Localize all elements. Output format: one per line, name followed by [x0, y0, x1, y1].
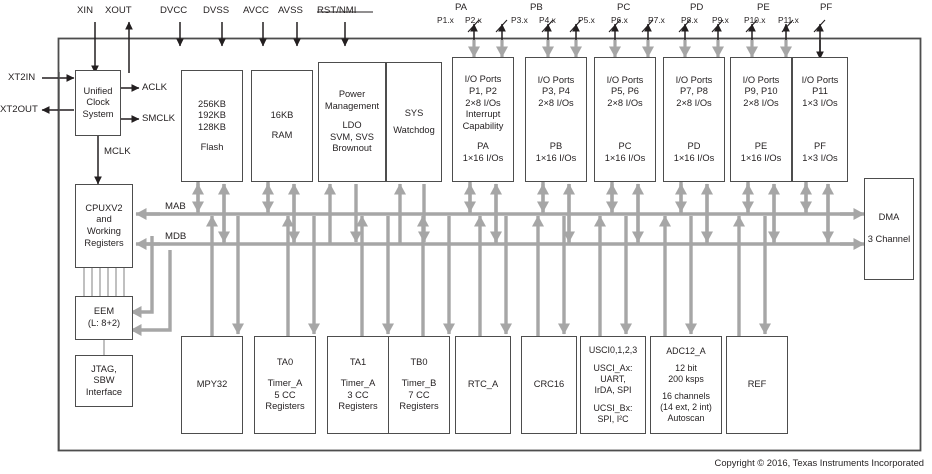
port-pin-label-p11: P11.x [778, 15, 799, 25]
port-pin-label-p2: P2.x [465, 15, 482, 25]
block-tb0[interactable]: TB0 Timer_B 7 CC Registers [388, 336, 450, 434]
pin-label-rst-nmi: RST/NMI [317, 5, 357, 16]
clock-label-smclk: SMCLK [142, 113, 176, 124]
block-ta0[interactable]: TA0 Timer_A 5 CC Registers [254, 336, 316, 434]
bus-vertical-bottom-stubs [206, 215, 771, 336]
pin-label-xout: XOUT [105, 5, 132, 16]
top-pin-arrows [91, 11, 373, 74]
block-mpy32[interactable]: MPY32 [181, 336, 243, 434]
port-group-label-pa: PA [455, 2, 468, 13]
block-io-ports-pc[interactable]: I/O Ports P5, P6 2×8 I/Os PC 1×16 I/Os [594, 57, 656, 182]
block-jtag-sbw-interface[interactable]: JTAG, SBW Interface [75, 355, 133, 407]
pin-label-dvss: DVSS [203, 5, 230, 16]
block-usci[interactable]: USCI0,1,2,3 USCI_Ax: UART, IrDA, SPI UCS… [580, 336, 646, 434]
port-pin-label-p5: P5.x [578, 15, 595, 25]
memory-bus-rails [140, 212, 862, 246]
bus-label-mdb: MDB [163, 231, 189, 242]
port-pin-label-p3: P3.x [511, 15, 528, 25]
block-ref[interactable]: REF [726, 336, 788, 434]
bus-label-mab: MAB [163, 201, 188, 212]
port-pin-label-p10: P10.x [744, 15, 766, 25]
block-power-management[interactable]: Power Management LDO SVM, SVS Brownout [318, 62, 386, 182]
block-io-ports-pd[interactable]: I/O Ports P7, P8 2×8 I/Os PD 1×16 I/Os [663, 57, 725, 182]
block-crc16[interactable]: CRC16 [521, 336, 577, 434]
block-ta1[interactable]: TA1 Timer_A 3 CC Registers [327, 336, 389, 434]
port-pin-down-arrows [468, 40, 824, 60]
pin-label-avcc: AVCC [243, 5, 269, 16]
left-pin-arrows [41, 74, 75, 114]
pin-label-xin: XIN [77, 5, 93, 16]
bus-slash-ticks [467, 19, 826, 33]
block-io-ports-pf[interactable]: I/O Ports P11 1×3 I/Os PF 1×3 I/Os [792, 57, 848, 182]
bus-vertical-top-stubs [192, 182, 834, 244]
port-group-label-pe: PE [757, 2, 770, 13]
clock-label-mclk: MCLK [104, 146, 131, 157]
block-flash[interactable]: 256KB 192KB 128KB Flash [181, 70, 243, 182]
pin-label-xt2in: XT2IN [8, 72, 36, 83]
pin-label-xt2out: XT2OUT [0, 104, 38, 115]
clock-output-arrows [94, 84, 140, 185]
port-pin-label-p8: P8.x [681, 15, 698, 25]
block-eem[interactable]: EEM (L: 8+2) [75, 296, 133, 340]
block-rtc-a[interactable]: RTC_A [455, 336, 511, 434]
port-pin-label-p7: P7.x [648, 15, 665, 25]
copyright-notice: Copyright © 2016, Texas Instruments Inco… [714, 457, 924, 468]
pin-label-avss: AVSS [278, 5, 303, 16]
block-io-ports-pe[interactable]: I/O Ports P9, P10 2×8 I/Os PE 1×16 I/Os [730, 57, 792, 182]
bus-to-cpu-arrows [135, 208, 160, 250]
block-ram[interactable]: 16KB RAM [251, 70, 313, 182]
pin-label-dvcc: DVCC [160, 5, 188, 16]
port-group-label-pc: PC [617, 2, 631, 13]
block-sys-watchdog[interactable]: SYS Watchdog [386, 62, 442, 182]
block-io-ports-pb[interactable]: I/O Ports P3, P4 2×8 I/Os PB 1×16 I/Os [525, 57, 587, 182]
port-group-label-pd: PD [690, 2, 704, 13]
clock-label-aclk: ACLK [142, 82, 168, 93]
port-group-label-pf: PF [820, 2, 833, 13]
block-unified-clock-system[interactable]: Unified Clock System [75, 70, 121, 136]
block-adc12-a[interactable]: ADC12_A 12 bit 200 ksps 16 channels (14 … [650, 336, 722, 434]
port-pin-label-p1: P1.x [437, 15, 454, 25]
port-pin-label-p9: P9.x [712, 15, 729, 25]
port-pin-label-p4: P4.x [539, 15, 556, 25]
port-group-label-pb: PB [530, 2, 543, 13]
bus-to-dma-arrows [840, 208, 865, 250]
cpu-eem-link [83, 268, 125, 296]
block-dma[interactable]: DMA 3 Channel [864, 178, 914, 280]
port-pin-label-p6: P6.x [611, 15, 628, 25]
eem-bus-links [130, 236, 172, 336]
block-cpuxv2[interactable]: CPUXV2 and Working Registers [75, 184, 133, 268]
block-io-ports-pa[interactable]: I/O Ports P1, P2 2×8 I/Os Interrupt Capa… [452, 57, 514, 182]
